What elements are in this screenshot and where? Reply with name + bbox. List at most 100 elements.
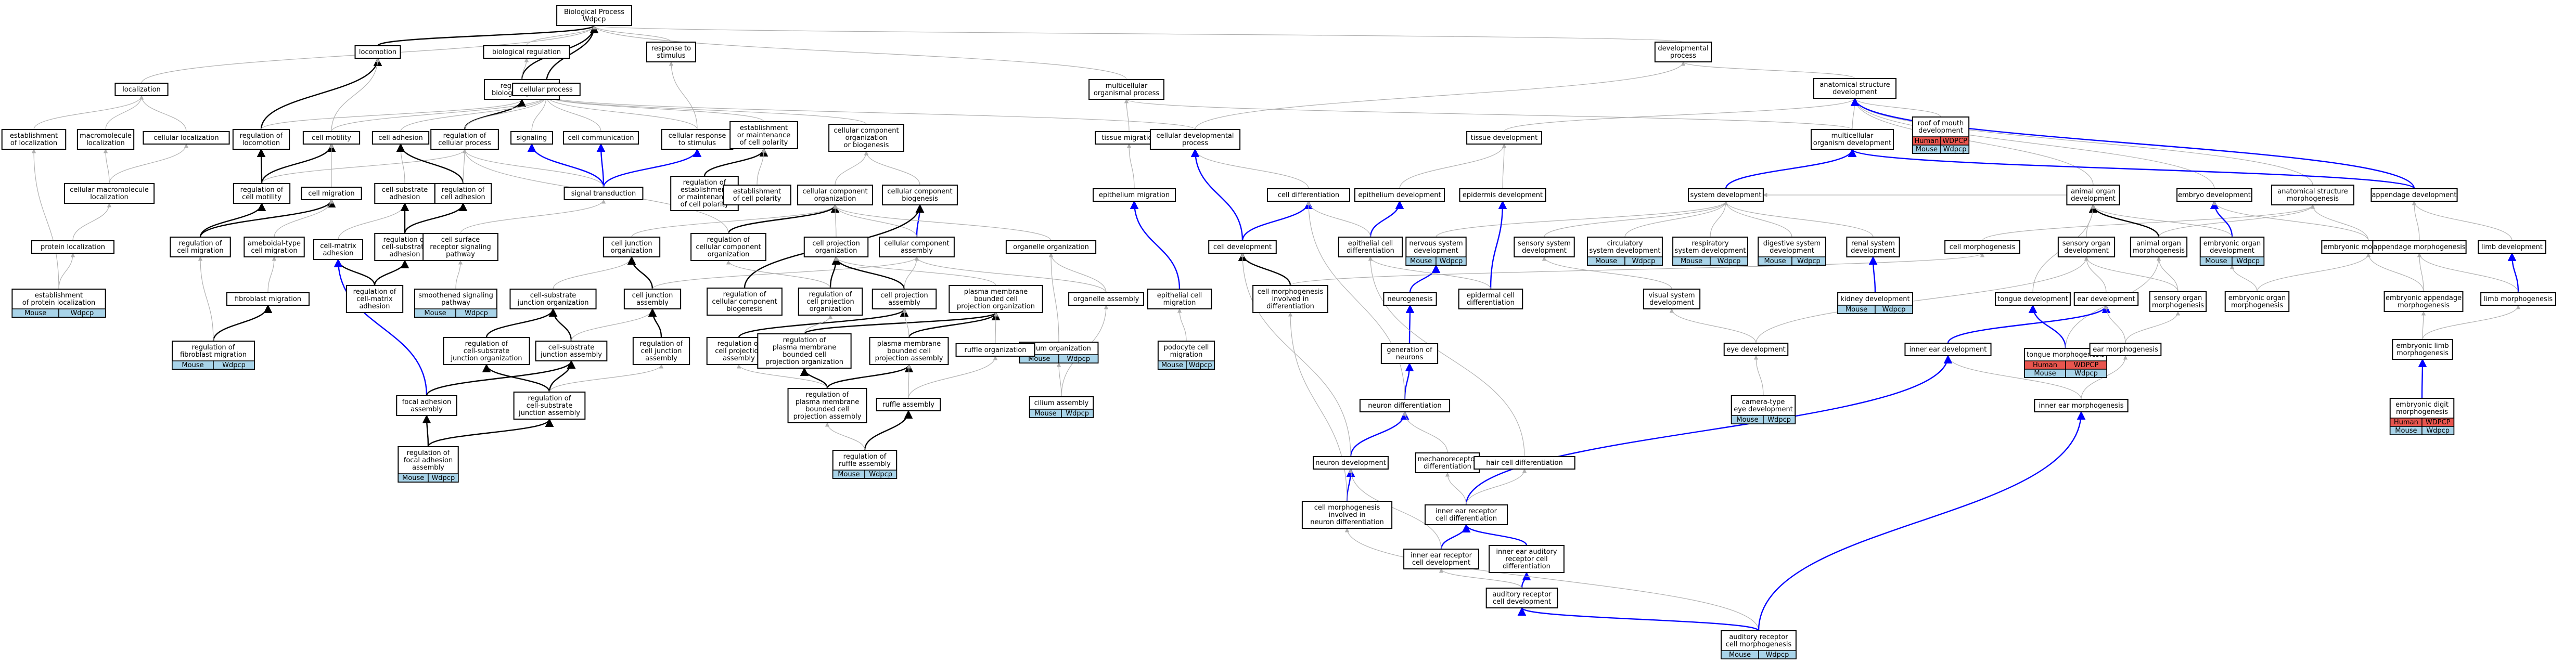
- go-term-node-neuron_dev[interactable]: neuron development: [1313, 456, 1389, 470]
- go-term-node-ruffle_assembly[interactable]: ruffle assembly: [876, 398, 941, 411]
- go-term-node-cell_diff[interactable]: cell differentiation: [1267, 188, 1350, 202]
- go-term-node-cell_dev[interactable]: cell development: [1208, 240, 1277, 254]
- go-term-node-neurogenesis[interactable]: neurogenesis: [1383, 292, 1437, 306]
- go-term-node-signaling[interactable]: signaling: [510, 131, 553, 145]
- go-term-node-bioreg[interactable]: biological regulation: [483, 45, 570, 59]
- go-term-node-eye_dev[interactable]: eye development: [1723, 343, 1789, 356]
- go-term-node-protein_loc[interactable]: protein localization: [31, 240, 114, 254]
- go-term-node-embryo_dev[interactable]: embryo development: [2176, 188, 2252, 202]
- go-term-node-inner_ear_morph[interactable]: inner ear morphogenesis: [2034, 399, 2129, 412]
- go-term-node-fibroblast_mig[interactable]: fibroblast migration: [226, 292, 310, 306]
- go-term-node-cell_process[interactable]: cellular process: [512, 83, 581, 96]
- go-term-node-inner_ear_dev[interactable]: inner ear development: [1904, 343, 1992, 356]
- go-term-node-cell_adh[interactable]: cell adhesion: [371, 131, 430, 145]
- go-term-node-ear_morph[interactable]: ear morphogenesis: [2089, 343, 2162, 356]
- go-term-node-locomotion[interactable]: locomotion: [354, 45, 401, 59]
- go-term-node-limb_morph[interactable]: limb morphogenesis: [2480, 292, 2556, 306]
- go-term-node-limb_dev[interactable]: limb development: [2478, 240, 2546, 254]
- go-term-node-sys_dev[interactable]: system development: [1688, 188, 1764, 202]
- go-term-node-append_dev[interactable]: appendage development: [2370, 188, 2458, 202]
- go-term-node-tongue_dev[interactable]: tongue development: [1995, 292, 2071, 306]
- go-term-node-hair_cell_diff[interactable]: hair cell differentiation: [1473, 456, 1575, 470]
- go-term-node-cell_loc[interactable]: cellular localization: [143, 131, 230, 145]
- go-term-node-epith_dev[interactable]: epithelium development: [1354, 188, 1445, 202]
- go-term-node-neuron_diff[interactable]: neuron differentiation: [1359, 399, 1451, 412]
- go-term-node-signal_trans[interactable]: signal transduction: [563, 187, 644, 200]
- go-term-node-cell_morph[interactable]: cell morphogenesis: [1944, 240, 2020, 254]
- go-term-node-cell_comm[interactable]: cell communication: [563, 131, 639, 145]
- go-term-node-localization[interactable]: localization: [114, 83, 169, 96]
- go-term-node-organelle_assembly[interactable]: organelle assembly: [1068, 292, 1144, 306]
- go-term-node-organelle_org[interactable]: organelle organization: [1005, 240, 1097, 254]
- go-term-node-cell_migration[interactable]: cell migration: [301, 187, 362, 200]
